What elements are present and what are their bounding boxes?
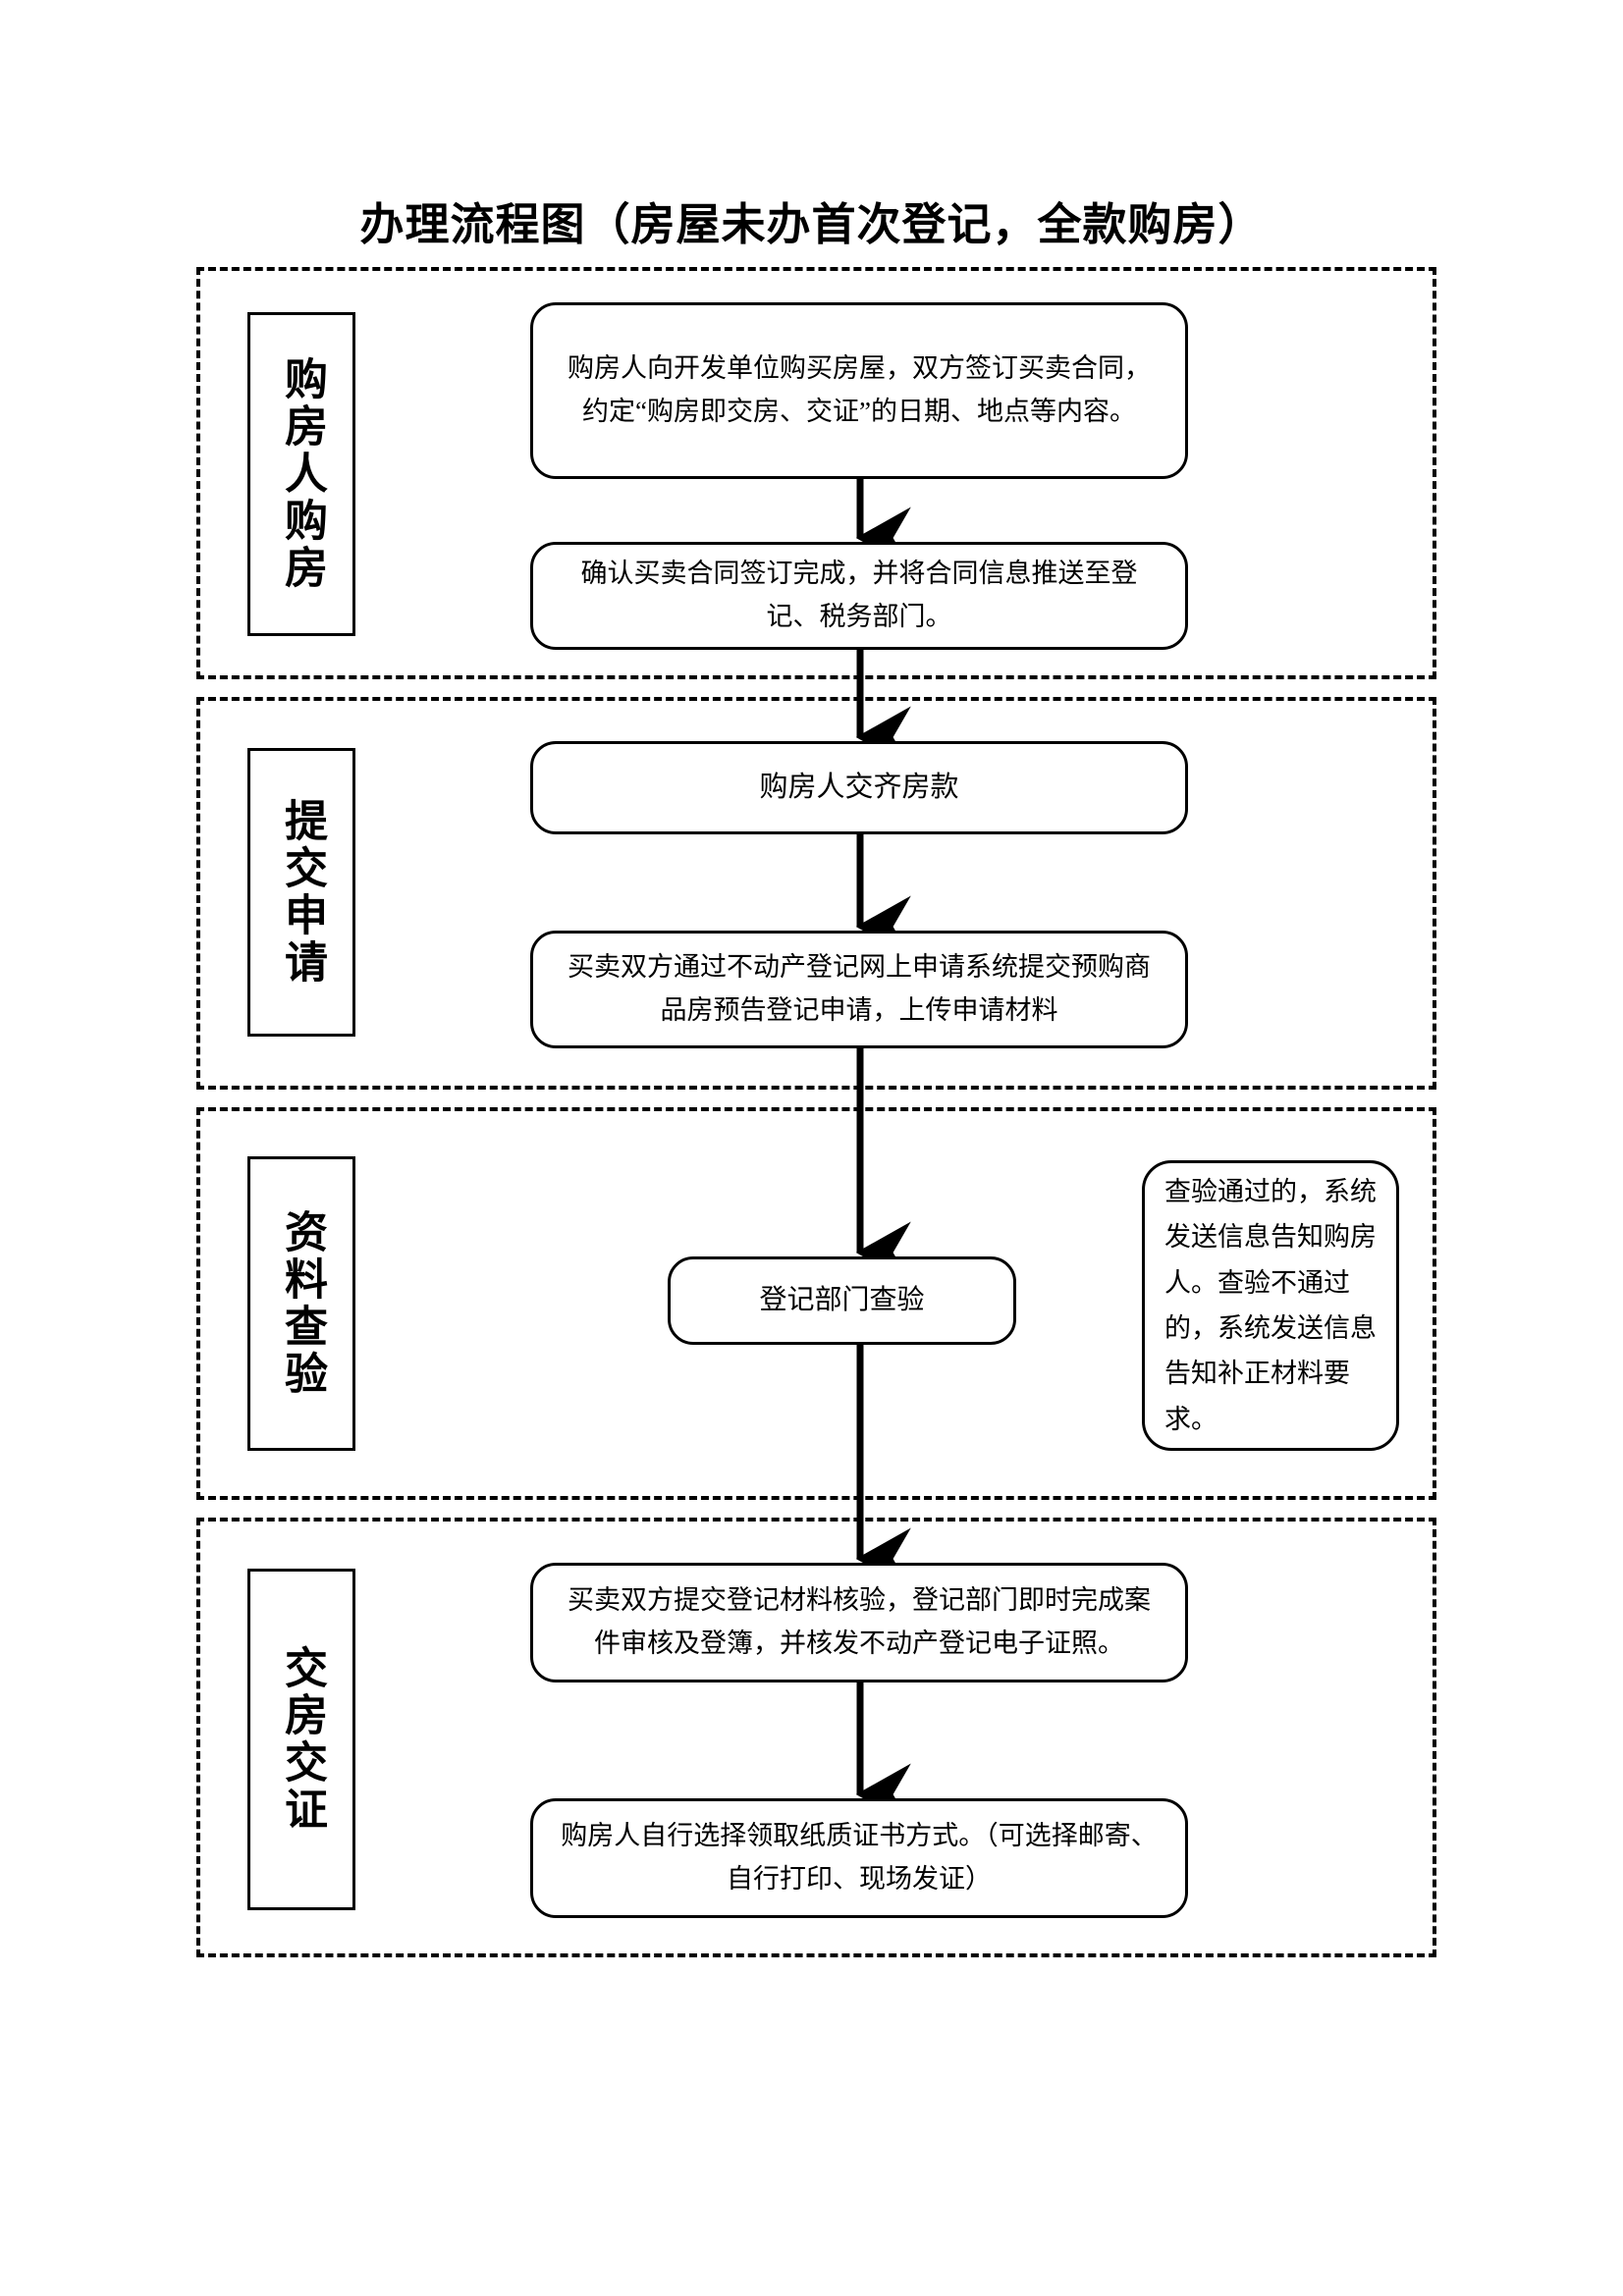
flow-step-box: 买卖双方提交登记材料核验，登记部门即时完成案件审核及登簿，并核发不动产登记电子证… (530, 1563, 1188, 1682)
stage-section-application (196, 697, 1436, 1090)
flow-step-box: 购房人向开发单位购买房屋，双方签订买卖合同，约定“购房即交房、交证”的日期、地点… (530, 302, 1188, 479)
flow-step-box: 登记部门查验 (668, 1256, 1016, 1345)
stage-label-text: 交房交证 (277, 1645, 326, 1834)
stage-section-purchase (196, 267, 1436, 679)
stage-label-text: 提交申请 (277, 798, 326, 987)
stage-label-text: 购房人购房 (277, 356, 326, 592)
flow-step-box: 买卖双方通过不动产登记网上申请系统提交预购商品房预告登记申请，上传申请材料 (530, 931, 1188, 1048)
stage-label-text: 资料查验 (277, 1209, 326, 1398)
stage-label-purchase: 购房人购房 (247, 312, 355, 636)
stage-section-delivery (196, 1518, 1436, 1957)
page-title: 办理流程图（房屋未办首次登记，全款购房） (359, 200, 1264, 249)
stage-label-delivery: 交房交证 (247, 1569, 355, 1910)
stage-section-verification (196, 1107, 1436, 1500)
verification-note-box: 查验通过的，系统发送信息告知购房人。查验不通过的，系统发送信息告知补正材料要求。 (1142, 1160, 1399, 1451)
stage-label-application: 提交申请 (247, 748, 355, 1037)
stage-label-verification: 资料查验 (247, 1156, 355, 1451)
flow-step-box: 购房人自行选择领取纸质证书方式。（可选择邮寄、自行打印、现场发证） (530, 1798, 1188, 1918)
flow-step-box: 确认买卖合同签订完成，并将合同信息推送至登记、税务部门。 (530, 542, 1188, 650)
flow-step-box: 购房人交齐房款 (530, 741, 1188, 834)
